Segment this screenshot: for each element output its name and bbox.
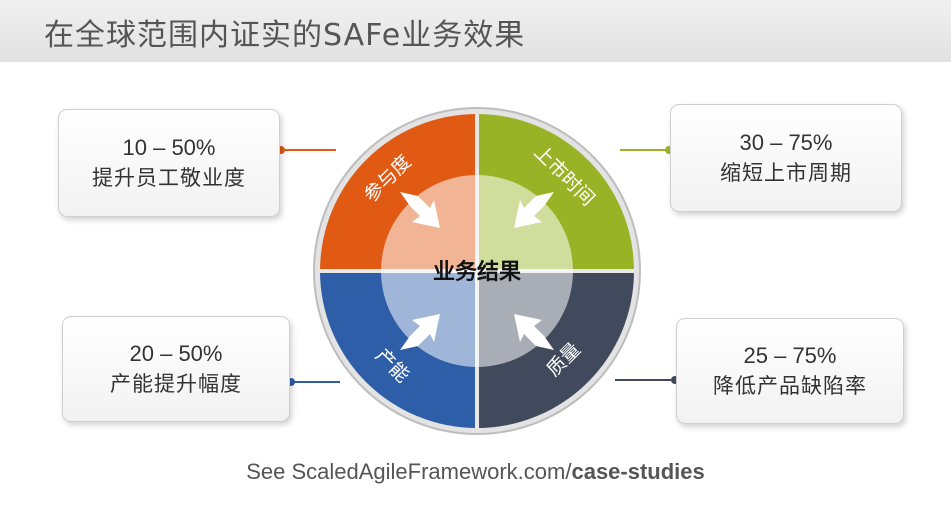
card-engagement: 10 – 50% 提升员工敬业度 <box>58 109 280 217</box>
page-title: 在全球范围内证实的SAFe业务效果 <box>44 18 526 53</box>
header-bar: 在全球范围内证实的SAFe业务效果 <box>0 0 951 62</box>
card-engagement-desc: 提升员工敬业度 <box>92 166 246 190</box>
card-quality-range: 25 – 75% <box>743 343 837 368</box>
card-time-to-market-desc: 缩短上市周期 <box>720 161 852 185</box>
footer-prefix: See ScaledAgileFramework.com/ <box>246 459 572 484</box>
footer-case-studies-link[interactable]: case-studies <box>571 459 705 484</box>
card-quality-desc: 降低产品缺陷率 <box>713 374 867 398</box>
arrow-quality-icon <box>514 314 554 350</box>
arrow-productivity-icon <box>400 314 440 350</box>
card-time-to-market-range: 30 – 75% <box>739 130 833 155</box>
footer-link-text: See ScaledAgileFramework.com/case-studie… <box>0 459 951 485</box>
center-label: 业务结果 <box>433 259 521 285</box>
card-engagement-range: 10 – 50% <box>122 135 216 160</box>
card-productivity-range: 20 – 50% <box>129 341 223 366</box>
card-quality: 25 – 75% 降低产品缺陷率 <box>676 318 904 424</box>
arrow-time-to-market-icon <box>514 192 554 228</box>
card-productivity: 20 – 50% 产能提升幅度 <box>62 316 290 422</box>
arrow-engagement-icon <box>400 192 440 228</box>
arrows <box>400 192 554 350</box>
card-time-to-market: 30 – 75% 缩短上市周期 <box>670 104 902 212</box>
card-productivity-desc: 产能提升幅度 <box>110 372 242 396</box>
